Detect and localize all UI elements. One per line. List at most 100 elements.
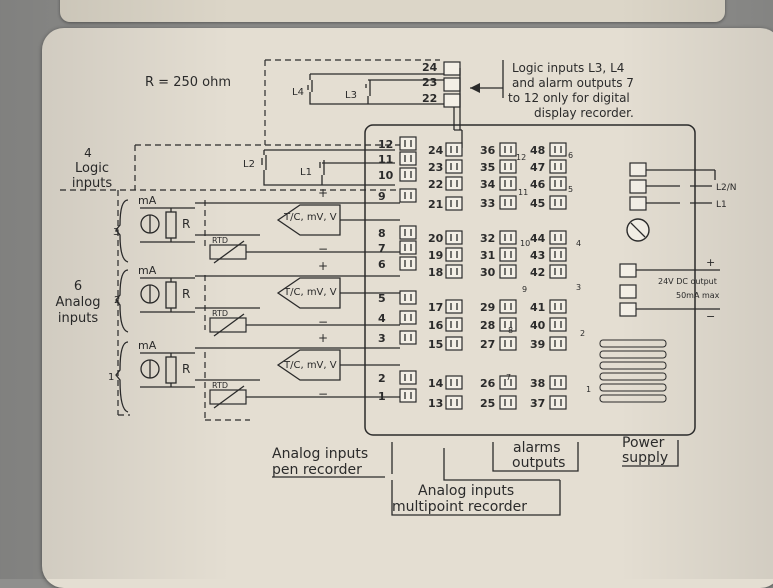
alarm-number-5: 5 <box>568 185 573 194</box>
rtd-label: RTD <box>212 309 228 318</box>
minus-label: − <box>318 315 328 329</box>
terminal-20 <box>445 230 463 245</box>
terminal-6-label: 6 <box>378 258 386 271</box>
terminal-41-label: 41 <box>530 301 545 314</box>
terminal-15 <box>445 336 463 351</box>
svg-text:+: + <box>706 256 715 269</box>
vent-slots <box>599 339 667 403</box>
terminal-21 <box>445 196 463 211</box>
rtd-label: RTD <box>212 381 228 390</box>
terminal-25 <box>499 395 517 410</box>
terminal-block-outline <box>364 124 696 436</box>
terminal-43 <box>549 247 567 262</box>
tc-label: T/C, mV, V <box>283 212 337 223</box>
minus-label: − <box>318 242 328 256</box>
terminal-15-label: 15 <box>428 338 443 351</box>
resistor-label: R <box>182 362 190 376</box>
terminal-28-label: 28 <box>480 319 495 332</box>
terminal-17-label: 17 <box>428 301 443 314</box>
terminal-48 <box>549 142 567 157</box>
svg-text:L1: L1 <box>716 200 727 210</box>
terminal-9 <box>399 188 417 203</box>
svg-text:L2: L2 <box>243 159 255 170</box>
terminal-31 <box>499 247 517 262</box>
terminal-2 <box>399 370 417 385</box>
analog-inputs-label: inputs <box>58 311 98 326</box>
terminal-14-label: 14 <box>428 377 444 390</box>
terminal-2-label: 2 <box>378 372 386 385</box>
terminal-19 <box>445 247 463 262</box>
terminal-24-label: 24 <box>428 144 444 157</box>
terminal-11 <box>399 151 417 166</box>
terminal-40-label: 40 <box>530 319 546 332</box>
logic-switches-l3-l4: L4 L3 <box>292 73 444 105</box>
terminal-12 <box>399 136 417 151</box>
terminal-5-label: 5 <box>378 292 386 305</box>
terminal-37-label: 37 <box>530 397 545 410</box>
ma-label: mA <box>138 264 157 277</box>
analog-label: Analog <box>56 295 101 310</box>
terminal-43-label: 43 <box>530 249 545 262</box>
power-bracket <box>622 440 679 467</box>
terminal-36-label: 36 <box>480 144 496 157</box>
resistor-icon <box>165 356 177 384</box>
svg-text:24V DC output: 24V DC output <box>658 277 717 286</box>
terminal-22 <box>445 176 463 191</box>
logic-input-brace <box>134 144 265 190</box>
svg-text:50mA max: 50mA max <box>676 291 720 300</box>
terminal-45 <box>549 195 567 210</box>
terminal-33-label: 33 <box>480 197 495 210</box>
terminal-14 <box>445 375 463 390</box>
alarm-outputs-label-2: outputs <box>512 455 565 471</box>
terminal-34 <box>499 176 517 191</box>
channel-3: 3 <box>113 227 119 238</box>
tc-label: T/C, mV, V <box>283 287 337 298</box>
terminal-3-label: 3 <box>378 332 386 345</box>
logic-note-line-3: to 12 only for digital <box>508 91 630 105</box>
terminal-8-label: 8 <box>378 227 386 240</box>
terminal-11-label: 11 <box>378 153 393 166</box>
terminal-26 <box>499 375 517 390</box>
terminal-19-label: 19 <box>428 249 443 262</box>
channel-braces <box>115 199 129 413</box>
terminal-18-label: 18 <box>428 266 443 279</box>
terminal-35 <box>499 159 517 174</box>
terminal-45-label: 45 <box>530 197 545 210</box>
terminal-10 <box>399 167 417 182</box>
terminal-36 <box>499 142 517 157</box>
note-arrowhead <box>470 83 480 93</box>
alarm-number-2: 2 <box>580 329 585 338</box>
terminal-41 <box>549 299 567 314</box>
logic-note-line-2: and alarm outputs 7 <box>512 76 634 90</box>
resistor-label: R <box>182 287 190 301</box>
terminal-8 <box>399 225 417 240</box>
inputs-label: inputs <box>72 176 112 191</box>
resistor-icon <box>165 211 177 239</box>
upper-plate <box>60 0 725 22</box>
logic-note-line-1: Logic inputs L3, L4 <box>512 61 624 75</box>
terminal-7 <box>399 240 417 255</box>
terminal-38 <box>549 375 567 390</box>
multipoint-label-2: multipoint recorder <box>392 499 527 515</box>
svg-text:L2/N: L2/N <box>716 183 737 193</box>
terminal-22-label: 22 <box>428 178 443 191</box>
terminal-44 <box>549 230 567 245</box>
terminal-1 <box>399 388 417 403</box>
multipoint-bracket <box>391 448 561 516</box>
power-label-1: Power <box>622 435 665 451</box>
logic-switches-l1-l2: L2 L1 <box>243 149 395 186</box>
terminal-44-label: 44 <box>530 232 546 245</box>
top-logic-terminals: 24 23 22 <box>422 61 463 148</box>
terminal-3 <box>399 330 417 345</box>
terminal-42-label: 42 <box>530 266 545 279</box>
terminal-23 <box>445 159 463 174</box>
svg-text:22: 22 <box>422 92 437 105</box>
multipoint-label-1: Analog inputs <box>418 483 514 499</box>
terminal-42 <box>549 264 567 279</box>
terminal-47 <box>549 159 567 174</box>
alarm-number-7: 7 <box>506 373 511 382</box>
alarm-number-8: 8 <box>508 326 513 335</box>
resistor-label: R <box>182 217 190 231</box>
